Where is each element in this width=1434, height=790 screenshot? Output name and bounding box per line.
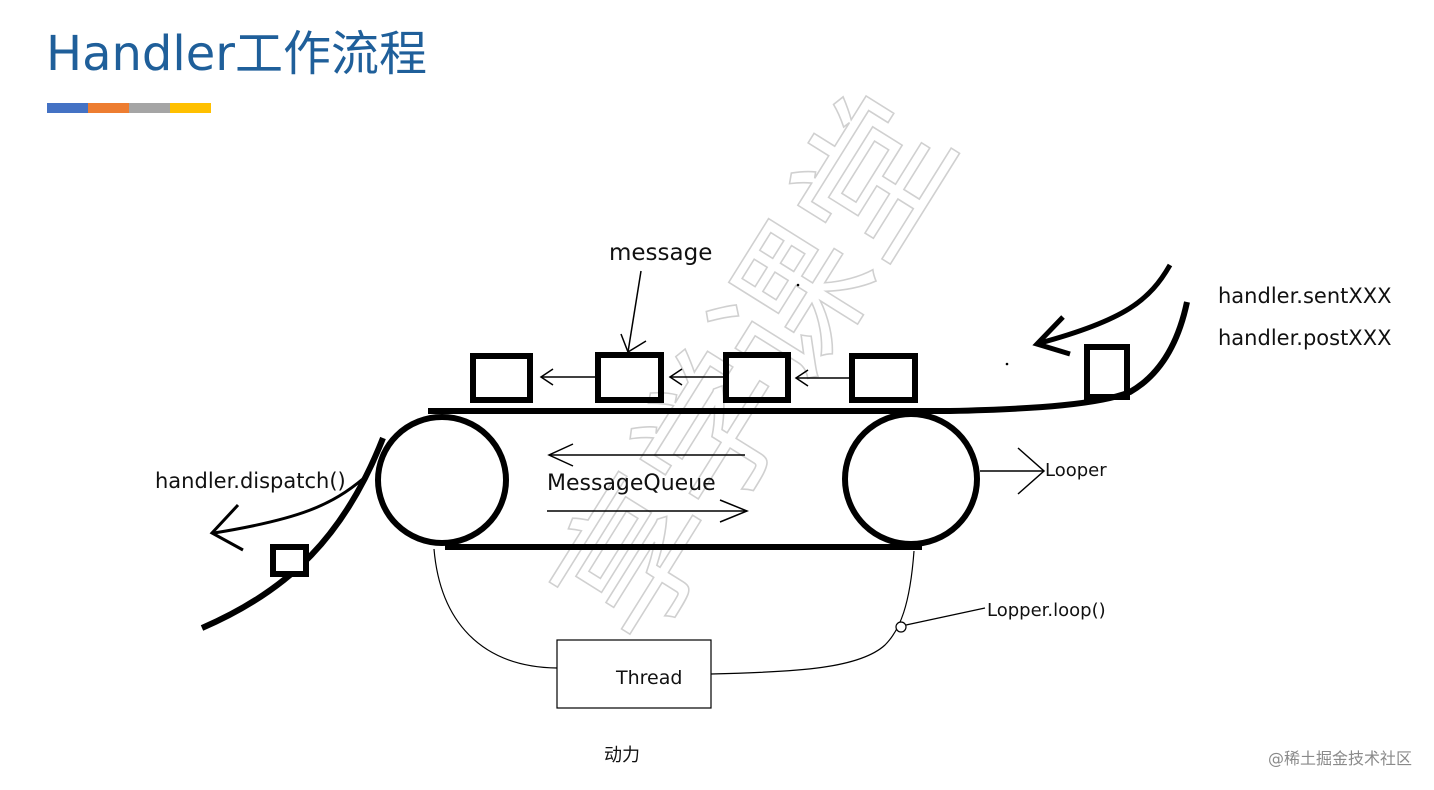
handler-post-label: handler.postXXX xyxy=(1218,326,1391,350)
message-pointer-arrow xyxy=(620,270,647,354)
stray-dot xyxy=(796,283,800,287)
box-arrow xyxy=(539,368,598,386)
dispatch-arrowhead xyxy=(209,503,244,552)
message-queue-label: MessageQueue xyxy=(547,471,716,496)
thread-link-left xyxy=(433,548,558,669)
incoming-arrow xyxy=(1039,263,1173,346)
thread-box xyxy=(556,639,712,709)
thread-label: Thread xyxy=(615,667,682,689)
accent-bar xyxy=(47,103,211,113)
handler-dispatch-label: handler.dispatch() xyxy=(155,469,346,493)
message-label: message xyxy=(609,240,712,266)
diagonal-watermark: 享学课堂 xyxy=(523,68,989,669)
queue-arrow-right xyxy=(547,499,749,523)
right-roller xyxy=(842,411,980,547)
looper-arrow xyxy=(980,447,1046,495)
accent-segment-orange xyxy=(88,103,129,113)
message-box xyxy=(470,353,533,403)
looper-label: Looper xyxy=(1045,460,1107,481)
accent-segment-yellow xyxy=(170,103,211,113)
power-label: 动力 xyxy=(604,745,640,766)
dispatched-message-box xyxy=(270,544,309,577)
loop-callout-dot xyxy=(895,621,907,633)
stray-dot xyxy=(1005,362,1009,366)
handler-sent-label: handler.sentXXX xyxy=(1218,284,1392,308)
loop-callout-line xyxy=(905,607,986,626)
queue-arrow-left xyxy=(547,443,745,467)
box-arrow xyxy=(668,368,726,386)
incoming-message-box xyxy=(1084,344,1130,400)
box-arrow xyxy=(794,369,852,387)
thread-link-right xyxy=(710,550,915,675)
lopper-loop-label: Lopper.loop() xyxy=(987,600,1106,621)
incoming-arrowhead xyxy=(1032,315,1071,357)
dispatch-path xyxy=(200,436,386,631)
accent-segment-blue xyxy=(47,103,88,113)
dispatch-arrow xyxy=(213,476,365,535)
slide-title: Handler工作流程 xyxy=(46,26,428,82)
accent-segment-gray xyxy=(129,103,170,113)
footer-watermark: @稀土掘金技术社区 xyxy=(1267,749,1412,768)
left-roller xyxy=(375,414,509,546)
